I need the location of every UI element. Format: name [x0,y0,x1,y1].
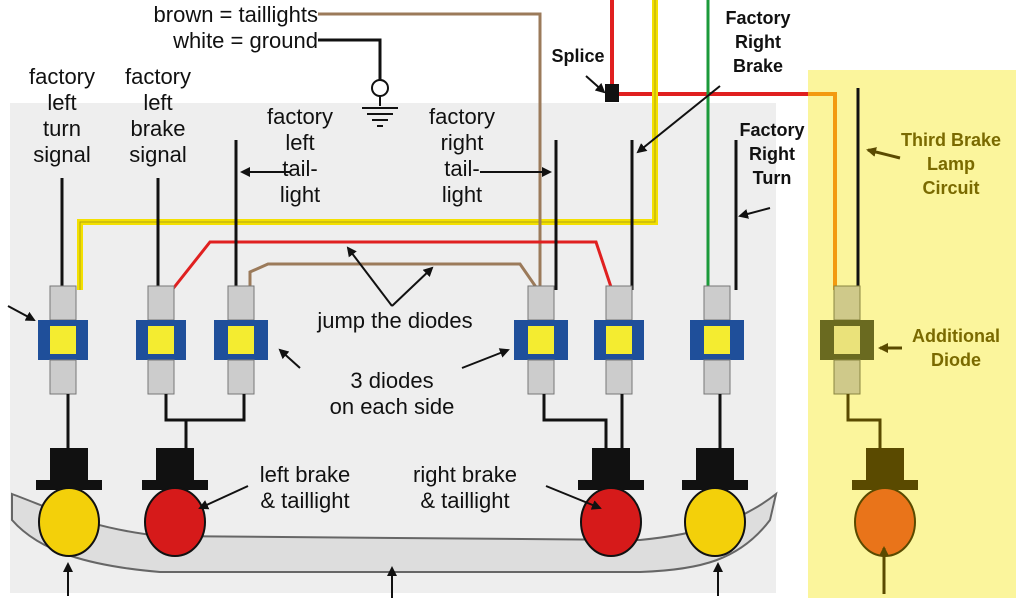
orange-third-wire [808,92,837,290]
diode-additional [820,285,874,395]
legend-brown: brown = taillights [153,2,318,27]
legend-white: white = ground [173,28,318,53]
label-additional-diode: Additional Diode [912,326,1000,370]
label-splice: Splice [551,46,605,66]
label-factory-left-turn: factory left turn signal [28,64,96,167]
brown-tail-wire [318,12,542,290]
label-jump-diodes: jump the diodes [317,308,473,333]
vehicle-panel [10,103,776,593]
splice-connector [605,84,619,102]
bumper [11,491,778,573]
label-factory-right-brake: Factory Right Brake [725,8,791,76]
label-factory-left-tail: factory left tail- light [266,104,334,207]
diode-to-bulb-wires [66,394,882,452]
bulb-left-brake [142,448,208,557]
ground-symbol [362,79,398,127]
diode-2 [136,285,186,395]
diode-3 [214,285,268,395]
label-three-diodes: 3 diodes on each side [329,368,455,419]
yellow-feed-wire-outline [79,0,656,290]
label-factory-right-tail: factory right tail- light [428,104,496,207]
diode-5 [594,285,644,395]
label-third-brake: Third Brake Lamp Circuit [900,130,1002,198]
bulb-third-brake [852,448,918,557]
label-factory-right-turn: Factory Right Turn [739,120,805,188]
diode-1 [38,285,88,395]
bulb-left-turn [36,448,102,557]
label-left-brake-tail: left brake & taillight [259,462,351,513]
brown-jumper-wire [248,262,540,291]
factory-wires [60,88,860,290]
label-right-brake-tail: right brake & taillight [413,462,517,513]
diode-4 [514,285,568,395]
red-jumper-wire [170,240,614,291]
olive-arrows [866,147,902,594]
label-factory-left-brake: factory left brake signal [124,64,192,167]
bulb-right-turn [682,448,748,557]
annotation-arrows [7,75,771,598]
yellow-feed-wire [77,0,658,290]
white-ground-wire [318,38,382,80]
diode-6 [690,285,744,395]
